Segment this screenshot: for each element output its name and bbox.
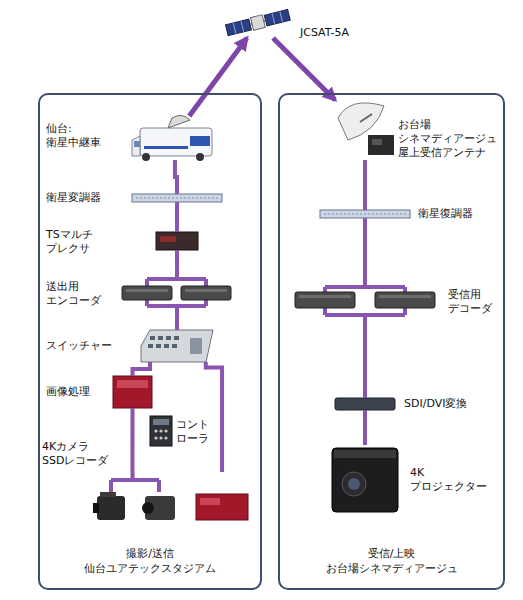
multiplexer-icon	[156, 232, 198, 250]
device-node: 送出用 エンコーダ	[120, 274, 235, 312]
satellite-link-arrow	[273, 38, 335, 100]
antenna-icon	[338, 103, 394, 155]
device-node: お台場 シネマディアージュ 屋上受信アンテナ	[335, 100, 395, 160]
signal-cable	[363, 322, 367, 398]
signal-cable	[175, 160, 177, 194]
device-label: 送出用 エンコーダ	[46, 280, 108, 308]
signal-cable	[363, 160, 367, 210]
device-label: 画像処理	[46, 385, 106, 399]
site-panel: お台場 シネマディアージュ 屋上受信アンテナ衛星復調器受信用 デコーダ SDI/D…	[278, 93, 505, 590]
device-label: JCSAT-5A	[300, 26, 380, 40]
site-panel: 仙台: 衛星中継車衛星変調器TSマルチ プレクサ送出用 エンコーダスイッチャー画…	[38, 93, 262, 590]
device-label: スイッチャー	[46, 339, 126, 353]
satellite-icon	[225, 8, 290, 36]
switcher-icon	[141, 330, 213, 362]
signal-cable	[130, 408, 134, 472]
signal-cable	[206, 362, 222, 472]
relay-truck-icon	[132, 115, 212, 161]
device-node: 仙台: 衛星中継車	[132, 116, 214, 160]
device-node: コント ローラ	[150, 416, 172, 446]
device-node: 4K プロジェクター	[330, 445, 400, 515]
projector-icon	[332, 448, 398, 512]
decoder-icons	[295, 282, 435, 322]
device-node: 衛星変調器	[132, 194, 222, 202]
modulator-icon	[132, 194, 222, 202]
signal-cable	[175, 250, 179, 274]
device-label: 衛星変調器	[46, 191, 116, 205]
device-node: 4Kカメラ SSDレコーダ	[92, 472, 250, 524]
encoder-icons	[122, 274, 231, 312]
device-label: 4K プロジェクター	[410, 466, 492, 494]
device-label: 4Kカメラ SSDレコーダ	[42, 440, 114, 468]
device-label: TSマルチ プレクサ	[46, 228, 108, 256]
device-label: 受信用 デコーダ	[448, 288, 498, 316]
image-processor-icon	[113, 376, 152, 408]
converter-icon	[335, 398, 395, 410]
device-label: SDI/DVI変換	[404, 397, 494, 411]
signal-cable	[175, 202, 179, 232]
device-label: お台場 シネマディアージュ 屋上受信アンテナ	[398, 118, 502, 160]
device-node: 衛星復調器	[320, 210, 410, 218]
signal-cable	[363, 218, 367, 282]
satellite-link-arrow	[189, 38, 247, 116]
device-node: 受信用 デコーダ	[292, 282, 438, 322]
camera-recorder-icons	[93, 472, 248, 520]
demodulator-icon	[320, 210, 410, 218]
device-label: 衛星復調器	[418, 207, 488, 221]
controller-icon	[150, 416, 172, 446]
device-node: TSマルチ プレクサ	[156, 232, 198, 250]
signal-cable	[133, 362, 151, 376]
device-label: 仙台: 衛星中継車	[46, 122, 108, 150]
device-node: JCSAT-5A	[226, 8, 290, 38]
site-caption: 撮影/送信 仙台ユアテックスタジアム	[75, 546, 225, 576]
device-node: 画像処理	[113, 376, 152, 408]
signal-cable	[363, 410, 367, 445]
device-node: SDI/DVI変換	[335, 398, 395, 410]
site-caption: 受信/上映 お台場シネマディアージュ	[317, 546, 467, 576]
signal-cable	[175, 312, 179, 330]
device-node: スイッチャー	[141, 330, 213, 362]
device-label: コント ローラ	[176, 418, 214, 446]
